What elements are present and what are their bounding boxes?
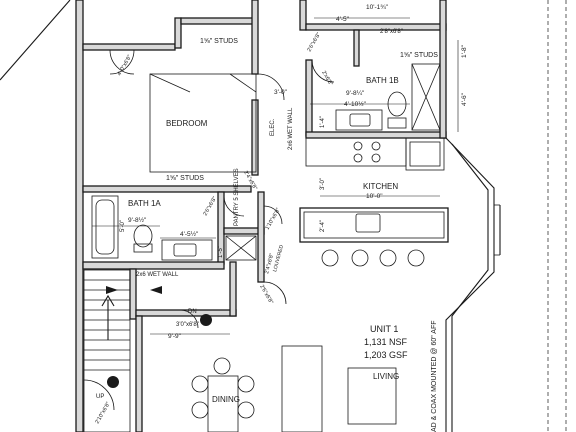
wall-bedroom-bottom <box>82 185 252 193</box>
unit-name: UNIT 1 <box>370 324 398 334</box>
note-wet-wall-h: 2x6 WET WALL <box>136 272 179 278</box>
dim-bath1a-vanity: 4'-5½" <box>180 230 199 238</box>
note-dn: DN <box>188 309 197 315</box>
note-studs-top: 1⅝" STUDS <box>200 38 238 45</box>
wall-closet-mid <box>229 261 237 317</box>
dim-right-4-6: 4'-6" <box>461 92 468 106</box>
wall-bath1b-top <box>305 23 447 31</box>
markers <box>106 286 212 388</box>
stool <box>321 249 339 267</box>
dim-clear-3-0: 3'-0" <box>274 89 288 96</box>
dim-bath1b-vanity: 4'-10½" <box>344 100 367 108</box>
coffee-table <box>347 367 397 425</box>
note-studs-mid: 1⅝" STUDS <box>166 175 204 182</box>
wall-exterior-right-upper <box>439 0 447 139</box>
closet-x <box>225 235 257 261</box>
bed <box>149 73 257 173</box>
dim-right-1-8: 1'-8" <box>461 44 468 58</box>
bay-outer <box>445 137 495 432</box>
dim-clear-1-4: 1'-4" <box>320 116 326 128</box>
burner <box>353 141 363 151</box>
wall-bedroom-right-upper <box>251 0 259 75</box>
bay-inner <box>451 143 489 432</box>
dim-door-2-6a: 2'6"x6'8" <box>307 32 323 53</box>
note-elec: ELEC. <box>270 118 276 136</box>
fixtures <box>91 63 445 432</box>
chair <box>191 375 209 393</box>
dim-door-1-10: 1'10"x6'8" <box>265 207 282 231</box>
dining-table <box>207 375 239 432</box>
vanity-1a <box>161 239 213 261</box>
dn-marker <box>200 314 212 326</box>
wall-kitchen-top-stub <box>299 0 307 31</box>
dim-kitchen-width: 10'-0" <box>366 193 383 200</box>
dim-stair-width: 9'-9" <box>168 333 182 340</box>
dim-door-2-8: 2'8"x6'8" <box>380 29 403 35</box>
toilet-1b <box>387 117 407 129</box>
dim-door-2-10: 2'10"x6'8" <box>95 401 112 425</box>
island-sink <box>355 213 381 233</box>
unit-nsf: 1,131 NSF <box>364 337 408 347</box>
wall-bedroom-top <box>82 43 176 51</box>
wall-bath1b-closet <box>353 29 360 67</box>
room-label-bedroom: BEDROOM <box>166 119 208 128</box>
wall-bath1a-bottom <box>82 261 225 270</box>
dim-bath1a-vertical: 5'-0" <box>120 220 126 232</box>
dim-door-3-0: 3'0"x6'8" <box>176 322 199 328</box>
shower-1b <box>411 63 441 131</box>
room-label-pantry: PANTRY 5 SHELVES <box>234 168 240 226</box>
dim-bath1a-width: 9'-8½" <box>128 216 147 224</box>
wall-bath1b-bottom <box>305 131 447 139</box>
wall-closet-top <box>180 17 258 25</box>
island-top <box>303 211 445 239</box>
bay-window <box>445 137 501 432</box>
note-up: UP <box>96 394 104 400</box>
note-studs-right: 1⅝" STUDS <box>400 52 438 59</box>
room-label-bath-1b: BATH 1B <box>366 76 399 85</box>
bathtub <box>91 195 119 259</box>
wall-bath1b-left <box>305 59 313 137</box>
wall-pantry-right <box>257 191 265 283</box>
up-marker <box>107 376 119 388</box>
dimension-lines <box>92 17 459 335</box>
stairs <box>83 269 131 432</box>
vanity-1b <box>335 109 383 131</box>
room-label-kitchen: KITCHEN <box>363 182 398 191</box>
note-wet-wall-v: 2x6 WET WALL <box>288 107 294 150</box>
dim-top-width: 10'-1¾" <box>366 4 389 11</box>
room-label-living: LIVING <box>373 372 399 381</box>
refrigerator <box>405 137 445 171</box>
dim-clear-3-0b: 3'-0" <box>320 178 326 190</box>
wall-closet-left <box>174 17 182 49</box>
dim-door-2-6c: 2'6"x6'8" <box>258 284 274 305</box>
walls <box>75 0 449 432</box>
dim-top-4-5: 4'-5" <box>336 16 350 23</box>
note-coax: AD & COAX MOUNTED @ 60" AFF <box>431 321 438 432</box>
dim-door-2-4b: 2'4"x6'8" <box>264 253 275 275</box>
dim-bath1b-width: 9'-8¼" <box>346 90 365 97</box>
dim-clear-1-5: 1'-5" <box>218 246 224 258</box>
door-swings <box>83 49 335 411</box>
dim-right-2-4: 2'-4" <box>320 220 326 232</box>
wall-left-exterior <box>75 0 84 432</box>
wall-stair-lower <box>135 315 143 432</box>
living-partition <box>281 345 323 432</box>
room-label-bath-1a: BATH 1A <box>128 199 161 208</box>
room-label-dining: DINING <box>212 395 240 404</box>
toilet-1a <box>133 243 153 253</box>
unit-gsf: 1,203 GSF <box>364 350 408 360</box>
dim-door-2-6b: 2'6"x6'8" <box>203 196 219 217</box>
wall-bedroom-right-lower <box>251 99 259 176</box>
labels: BEDROOM BATH 1A BATH 1B KITCHEN LIVING D… <box>95 4 468 432</box>
